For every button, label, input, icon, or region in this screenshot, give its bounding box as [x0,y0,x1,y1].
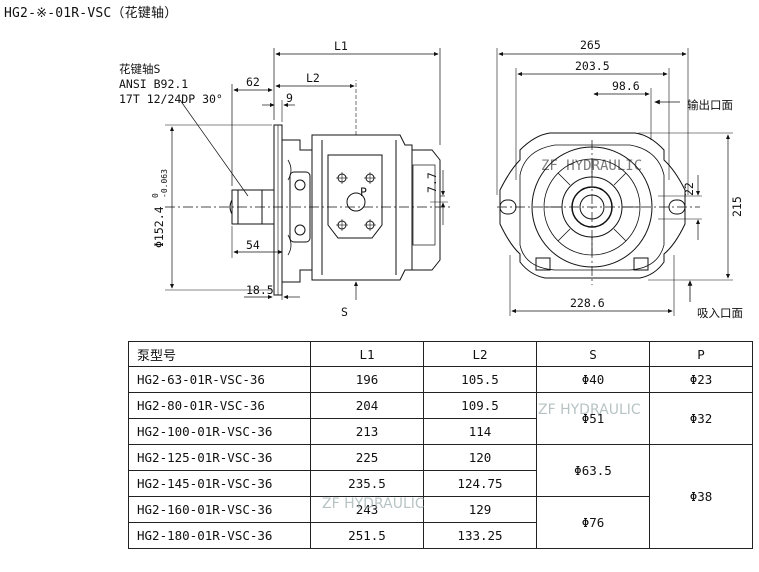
spec-table: 泵型号 L1 L2 S P HG2-63-01R-VSC-36 196 105.… [128,341,753,549]
dim-62: 62 [246,75,260,89]
dim-215: 215 [730,196,744,217]
cell-L1: 213 [310,418,424,445]
table-header-row: 泵型号 L1 L2 S P [128,341,753,367]
dim-98-6: 98.6 [612,79,640,93]
watermark-table: ZF HYDRAULIC [322,496,425,512]
cell-L1: 204 [310,392,424,419]
cell-L1: 243 [310,496,424,523]
cell-L2: 129 [423,496,537,523]
spline-label: 花键轴S [119,62,160,76]
cell-L2: 120 [423,444,537,471]
table-row: HG2-125-01R-VSC-36 225 120 Φ63.5 Φ38 [128,444,753,549]
header-S: S [536,341,650,367]
dim-L2: L2 [306,71,320,85]
header-P: P [649,341,753,367]
dim-tol-upper: 0 [151,193,160,198]
spline-spec: 17T 12/24DP 30° [119,92,223,106]
watermark-table: ZF HYDRAULIC [538,402,641,418]
dim-22: 22 [682,182,696,196]
cell-L2: 133.25 [423,522,537,549]
dim-203-5: 203.5 [575,59,610,73]
dim-265: 265 [580,38,601,52]
table-row: HG2-180-01R-VSC-36 251.5 133.25 [128,522,753,549]
side-view-labels: 花键轴S ANSI B92.1 17T 12/24DP 30° L1 L2 62… [119,39,439,319]
cell-P: Φ23 [649,366,753,393]
inlet-label: 吸入口面 [697,306,743,320]
table-row: HG2-160-01R-VSC-36 243 129 Φ76 [128,496,753,549]
cell-model: HG2-180-01R-VSC-36 [128,522,311,549]
outlet-label: 输出口面 [687,98,733,112]
cell-P: Φ32 [649,392,753,445]
cell-S: Φ40 [536,366,650,393]
dim-L1: L1 [334,39,348,53]
cell-P: Φ38 [649,444,753,549]
table-row: HG2-63-01R-VSC-36 196 105.5 Φ40 Φ23 [128,366,753,393]
cell-S: Φ63.5 [536,444,650,497]
dim-7-7: 7.7 [425,172,439,193]
table-row: HG2-80-01R-VSC-36 204 109.5 Φ51 Φ32 [128,392,753,445]
technical-drawing: 花键轴S ANSI B92.1 17T 12/24DP 30° L1 L2 62… [119,38,744,320]
spline-std: ANSI B92.1 [119,77,188,91]
dim-9: 9 [286,91,293,105]
cell-L2: 105.5 [423,366,537,393]
header-model: 泵型号 [128,341,311,367]
header-L1: L1 [310,341,424,367]
cell-model: HG2-63-01R-VSC-36 [128,366,311,393]
cell-model: HG2-145-01R-VSC-36 [128,470,311,497]
page-title: HG2-※-01R-VSC（花键轴） [4,6,178,21]
label-P: P [360,185,367,199]
watermark-drawing: ZF HYDRAULIC [541,158,642,174]
cell-model: HG2-80-01R-VSC-36 [128,392,311,419]
cell-model: HG2-100-01R-VSC-36 [128,418,311,445]
cell-L2: 109.5 [423,392,537,419]
cell-L1: 196 [310,366,424,393]
cell-L2: 114 [423,418,537,445]
cell-S: Φ51 [536,392,650,445]
dim-diameter: Φ152.4 [152,206,166,248]
table-row: HG2-145-01R-VSC-36 235.5 124.75 [128,470,753,497]
front-view-labels: 265 203.5 98.6 22 215 228.6 输出口面 吸入口面 ZF… [541,38,744,320]
cell-L1: 225 [310,444,424,471]
dim-54: 54 [246,238,260,252]
header-L2: L2 [423,341,537,367]
table-row: HG2-100-01R-VSC-36 213 114 [128,418,753,445]
side-view [165,48,450,300]
cell-model: HG2-160-01R-VSC-36 [128,496,311,523]
cell-model: HG2-125-01R-VSC-36 [128,444,311,471]
dim-228-6: 228.6 [570,296,605,310]
cell-S: Φ76 [536,496,650,549]
cell-L2: 124.75 [423,470,537,497]
front-view [496,48,733,316]
cell-L1: 235.5 [310,470,424,497]
cell-L1: 251.5 [310,522,424,549]
label-S: S [341,305,348,319]
dim-tol-lower: -0.063 [160,169,169,198]
dim-18-5: 18.5 [246,283,274,297]
